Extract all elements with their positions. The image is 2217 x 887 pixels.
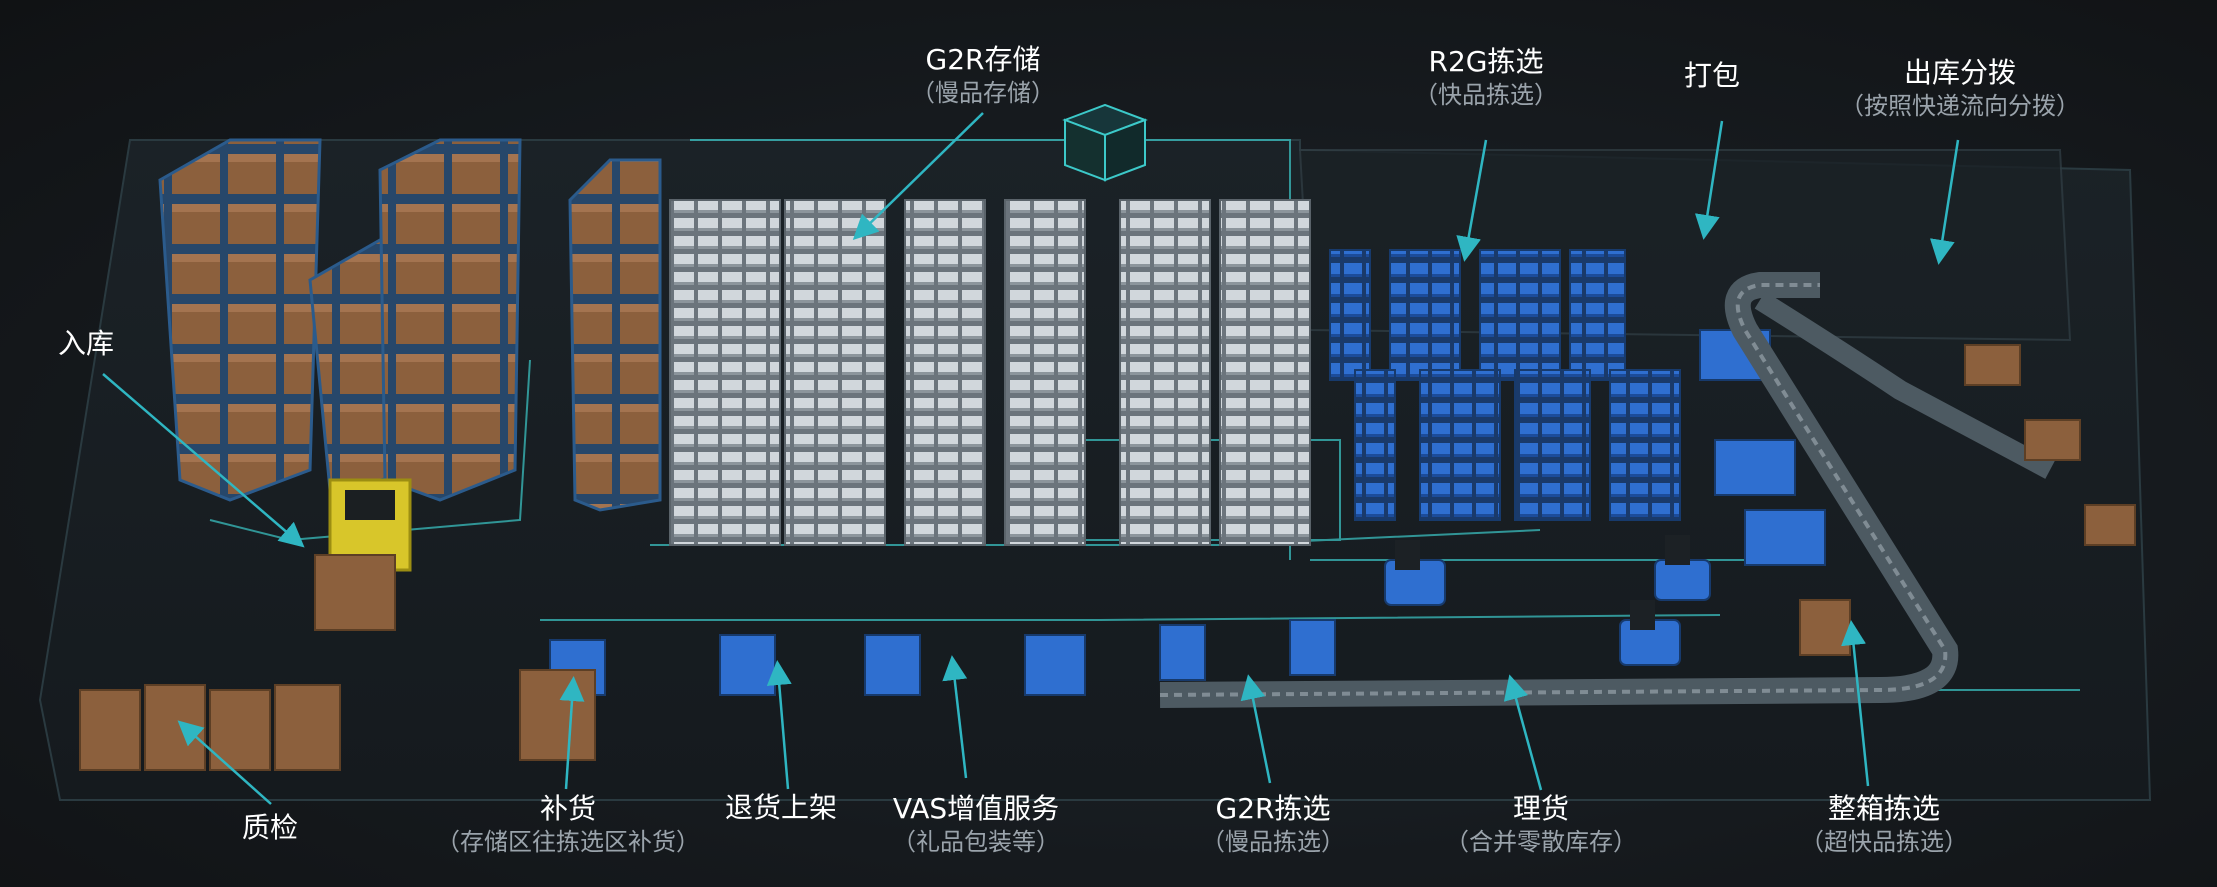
label-g2r-picking-name: G2R拣选 xyxy=(1215,792,1331,825)
r2g-picking-racks xyxy=(1329,249,1681,521)
label-inbound-name: 入库 xyxy=(57,327,115,360)
label-case-picking-sub: （超快品拣选） xyxy=(1800,828,1968,856)
label-r2g-picking-name: R2G拣选 xyxy=(1428,45,1544,78)
label-case-picking: 整箱拣选 （超快品拣选） xyxy=(1800,791,1968,857)
label-outbound-sorting-name: 出库分拨 xyxy=(1903,56,2016,89)
replenishment-carton xyxy=(519,669,596,761)
forklift xyxy=(314,478,412,631)
arrow-r2g-picking xyxy=(1456,139,1488,262)
label-g2r-picking: G2R拣选 （慢品拣选） xyxy=(1201,791,1345,857)
arrow-case-picking xyxy=(1841,620,1870,787)
label-g2r-storage-sub: （慢品存储） xyxy=(911,79,1055,107)
label-outbound-sorting-sub: （按照快递流向分拨） xyxy=(1840,92,2080,120)
label-vas: VAS增值服务 （礼品包装等） xyxy=(892,791,1060,857)
label-replenishment: 补货 （存储区往拣选区补货） xyxy=(436,791,700,857)
label-returns-shelving-name: 退货上架 xyxy=(724,791,838,824)
arrow-g2r-picking xyxy=(1240,674,1272,784)
arrow-replenishment xyxy=(559,676,585,790)
label-vas-sub: （礼品包装等） xyxy=(892,828,1060,856)
label-returns-shelving: 退货上架 xyxy=(725,790,837,826)
label-packing: 打包 xyxy=(1684,58,1740,94)
arrow-quality-check xyxy=(177,720,272,805)
outbound-cartons xyxy=(1799,344,2136,656)
label-consolidation-name: 理货 xyxy=(1512,792,1569,825)
arrow-inbound xyxy=(102,373,305,548)
label-outbound-sorting: 出库分拨 （按照快递流向分拨） xyxy=(1840,55,2080,121)
label-g2r-picking-sub: （慢品拣选） xyxy=(1201,828,1345,856)
label-g2r-storage: G2R存储 （慢品存储） xyxy=(911,42,1055,108)
label-quality-check: 质检 xyxy=(242,810,298,846)
arrow-packing xyxy=(1694,120,1724,240)
label-packing-name: 打包 xyxy=(1683,59,1741,92)
label-vas-name: VAS增值服务 xyxy=(892,792,1060,825)
label-consolidation-sub: （合并零散库存） xyxy=(1445,828,1637,856)
arrow-consolidation xyxy=(1503,674,1543,791)
inbound-carton-racks xyxy=(158,138,662,512)
arrow-returns-shelving xyxy=(766,660,792,790)
label-replenishment-name: 补货 xyxy=(539,792,596,825)
label-replenishment-sub: （存储区往拣选区补货） xyxy=(436,828,700,856)
label-inbound: 入库 xyxy=(58,326,114,362)
conveyor xyxy=(1159,272,2055,708)
quality-check-cartons xyxy=(79,684,341,771)
hologram-cube xyxy=(1062,103,1148,182)
g2r-storage-racks xyxy=(669,199,1311,546)
arrow-g2r-storage xyxy=(852,112,984,240)
callout-arrows xyxy=(102,112,1960,805)
label-r2g-picking-sub: （快品拣选） xyxy=(1414,81,1558,109)
label-case-picking-name: 整箱拣选 xyxy=(1827,792,1940,825)
label-quality-check-name: 质检 xyxy=(241,811,299,844)
label-g2r-storage-name: G2R存储 xyxy=(925,43,1041,76)
label-r2g-picking: R2G拣选 （快品拣选） xyxy=(1414,44,1558,110)
mobile-robots xyxy=(1384,535,1711,666)
label-consolidation: 理货 （合并零散库存） xyxy=(1445,791,1637,857)
arrow-vas xyxy=(942,655,968,779)
arrow-outbound-sorting xyxy=(1929,139,1960,265)
